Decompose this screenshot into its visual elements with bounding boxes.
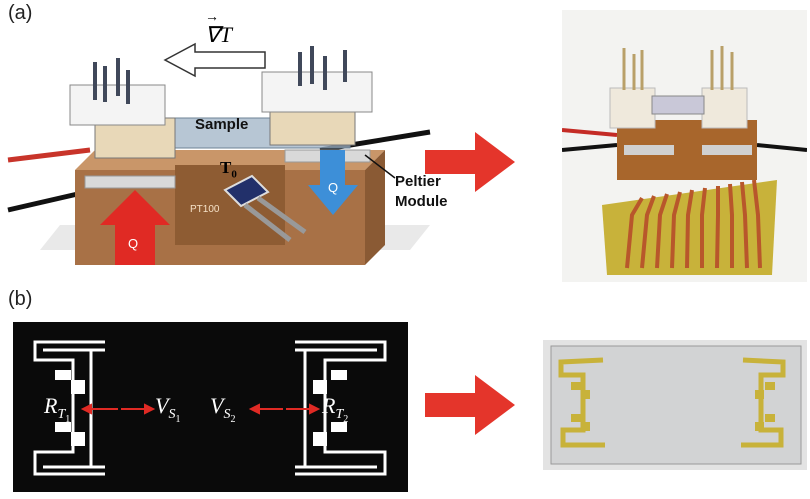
photo-right-electrode bbox=[741, 357, 786, 448]
photo-right-pads bbox=[755, 382, 775, 431]
peltier-pointer bbox=[364, 154, 396, 179]
flex-traces bbox=[625, 179, 762, 269]
heat-sink-block-side bbox=[365, 150, 385, 265]
peltier-strip-left bbox=[84, 175, 176, 189]
photo-peltier-left bbox=[624, 145, 674, 155]
photo-clamp-left bbox=[609, 87, 656, 129]
photo-clamp-right bbox=[701, 87, 748, 129]
photo-wire-red bbox=[562, 128, 618, 137]
vs2-main: V bbox=[210, 393, 224, 418]
vs2-label: VS2 bbox=[210, 393, 235, 425]
arrow-a bbox=[425, 132, 515, 192]
arrow-b bbox=[425, 375, 515, 435]
panel-a-label: (a) bbox=[8, 2, 33, 24]
vs2-subsub: 2 bbox=[230, 414, 236, 426]
photo-left-pads bbox=[571, 382, 590, 431]
rt2-main: R bbox=[322, 393, 336, 418]
rt1-label: RT1 bbox=[44, 393, 70, 425]
sensor-photo bbox=[543, 340, 807, 470]
photo-wire-black-left bbox=[562, 143, 618, 152]
rt2-subsub: 2 bbox=[343, 414, 349, 426]
rt1-main: R bbox=[44, 393, 58, 418]
pt100-sensor bbox=[223, 174, 270, 208]
heat-out-arrow bbox=[308, 150, 358, 215]
photo-pins bbox=[622, 46, 734, 90]
vs1-label: VS1 bbox=[155, 393, 180, 425]
t0-label: T0 bbox=[220, 158, 237, 180]
peltier-line1: Peltier bbox=[395, 173, 441, 190]
q-left-label: Q bbox=[128, 236, 139, 251]
right-pins bbox=[298, 46, 347, 90]
pt100-label: PT100 bbox=[190, 204, 220, 215]
gradient-text: ∇T bbox=[205, 22, 232, 47]
panel-b-label: (b) bbox=[8, 288, 33, 310]
photo-wire-black-right bbox=[756, 143, 807, 152]
pt100-lead-1 bbox=[243, 203, 292, 242]
peltier-line2: Module bbox=[395, 193, 448, 210]
peltier-setup-schematic bbox=[7, 42, 431, 265]
measurement-arrows bbox=[80, 403, 321, 415]
rt1-subsub: 1 bbox=[65, 414, 71, 426]
sample-label: Sample bbox=[195, 116, 249, 133]
gradient-label: → ∇T bbox=[205, 10, 232, 48]
photo-left-electrode bbox=[558, 357, 605, 448]
right-pads bbox=[313, 370, 347, 446]
gradient-arrow bbox=[163, 42, 266, 78]
right-electrode bbox=[295, 340, 387, 476]
pt100-lead-2 bbox=[256, 195, 307, 235]
left-pins bbox=[93, 58, 130, 104]
vs1-subsub: 1 bbox=[175, 414, 181, 426]
vs1-main: V bbox=[155, 393, 169, 418]
t0-sub: 0 bbox=[231, 168, 237, 181]
red-cable-left bbox=[7, 147, 91, 163]
vs2-sub: S bbox=[223, 407, 231, 423]
rt2-sub: T bbox=[335, 407, 344, 423]
t0-main: T bbox=[220, 158, 232, 177]
photo-peltier-right bbox=[702, 145, 752, 155]
vector-arrow: → bbox=[205, 10, 219, 25]
rt2-label: RT2 bbox=[322, 393, 348, 425]
photo-sample bbox=[651, 95, 705, 115]
q-right-label: Q bbox=[328, 180, 339, 195]
heat-in-arrow bbox=[100, 190, 170, 265]
setup-photo bbox=[562, 10, 807, 282]
vs1-sub: S bbox=[168, 407, 176, 423]
sensor-pattern bbox=[13, 322, 408, 492]
rt1-sub: T bbox=[57, 407, 66, 423]
left-pads bbox=[55, 370, 85, 446]
right-clamp-top bbox=[261, 71, 373, 113]
peltier-module-label: Peltier Module bbox=[395, 172, 448, 212]
